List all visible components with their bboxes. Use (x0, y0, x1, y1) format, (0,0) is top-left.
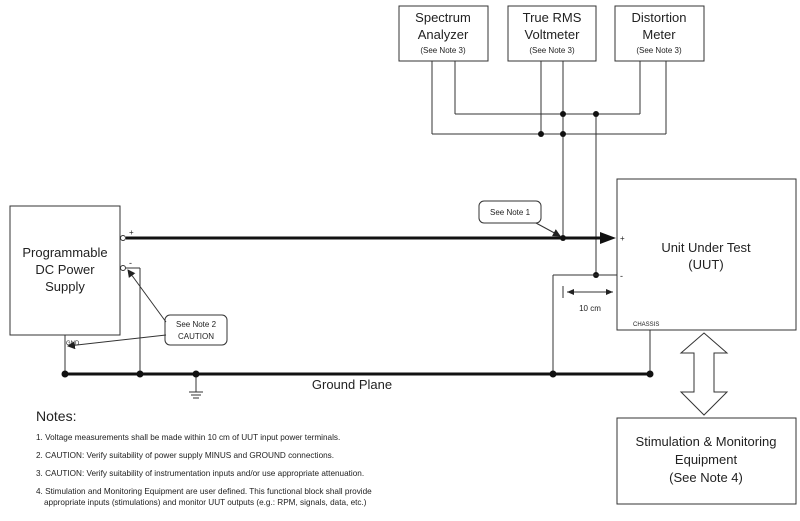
uut-line2: (UUT) (688, 257, 723, 272)
supply-minus-label: - (129, 258, 132, 268)
power-supply-line1: Programmable (22, 245, 107, 260)
spectrum-analyzer-note: (See Note 3) (420, 46, 466, 55)
bidirectional-arrow (679, 332, 729, 416)
rms-voltmeter-note: (See Note 3) (529, 46, 575, 55)
power-supply-line3: Supply (45, 279, 85, 294)
distortion-meter-box: Distortion Meter (See Note 3) (614, 5, 705, 62)
note-4-continued: appropriate inputs (stimulations) and mo… (44, 498, 367, 507)
note-2: 2. CAUTION: Verify suitability of power … (36, 451, 335, 460)
ground-plane: Ground Plane (61, 370, 654, 392)
distortion-meter-note: (See Note 3) (636, 46, 682, 55)
supply-plus-label: + (129, 228, 134, 237)
distortion-meter-line1: Distortion (632, 10, 687, 25)
positive-power-line: + + (120, 228, 625, 244)
uut-minus-label: - (620, 271, 623, 281)
see-note-1-label: See Note 1 (490, 208, 531, 217)
uut-plus-label: + (620, 234, 625, 243)
rms-voltmeter-line2: Voltmeter (525, 27, 581, 42)
uut-chassis-label: CHASSIS (633, 322, 659, 328)
spectrum-analyzer-line2: Analyzer (418, 27, 469, 42)
instrument-wiring (431, 61, 667, 275)
stim-line3: (See Note 4) (669, 470, 743, 485)
stim-line2: Equipment (675, 452, 738, 467)
see-note-2-label: See Note 2 (176, 320, 217, 329)
stimulation-box: Stimulation & Monitoring Equipment (See … (616, 417, 797, 505)
see-note-2-callout: See Note 2 CAUTION (67, 269, 228, 350)
ten-cm-label: 10 cm (579, 304, 601, 313)
ten-cm-dimension: 10 cm (562, 286, 618, 313)
ground-plane-label: Ground Plane (312, 377, 392, 392)
notes-title: Notes: (36, 408, 77, 424)
notes-section: Notes: 1. Voltage measurements shall be … (36, 408, 596, 515)
spectrum-analyzer-line1: Spectrum (415, 10, 471, 25)
caution-label: CAUTION (178, 332, 214, 341)
wiring-junctions (538, 111, 599, 278)
power-supply-box: Programmable DC Power Supply GND (9, 205, 121, 347)
distortion-meter-line2: Meter (642, 27, 676, 42)
power-supply-line2: DC Power (35, 262, 95, 277)
note-3: 3. CAUTION: Verify suitability of instru… (36, 469, 365, 478)
uut-box: Unit Under Test (UUT) CHASSIS (616, 178, 797, 331)
rms-voltmeter-box: True RMS Voltmeter (See Note 3) (507, 5, 597, 62)
see-note-1-callout: See Note 1 (478, 200, 561, 237)
note-1: 1. Voltage measurements shall be made wi… (36, 433, 341, 442)
stim-line1: Stimulation & Monitoring (636, 434, 777, 449)
rms-voltmeter-line1: True RMS (523, 10, 582, 25)
note-4: 4. Stimulation and Monitoring Equipment … (36, 487, 372, 496)
uut-line1: Unit Under Test (661, 240, 751, 255)
spectrum-analyzer-box: Spectrum Analyzer (See Note 3) (398, 5, 489, 62)
